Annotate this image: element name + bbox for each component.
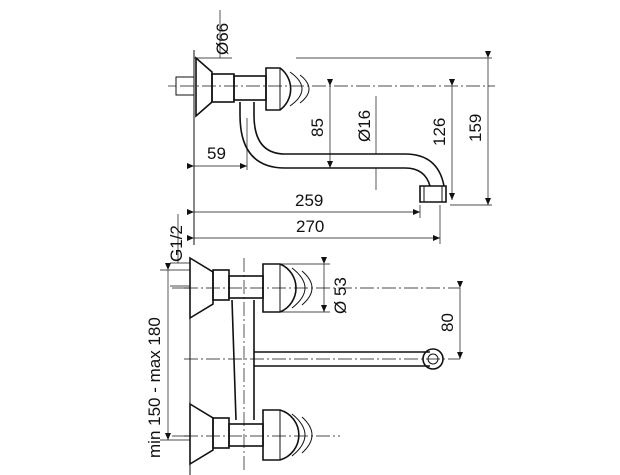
top-view: Ø66 85 Ø16 126 159 59 259 270 xyxy=(168,10,495,245)
spout-inner xyxy=(253,102,445,187)
dim-thread: G1/2 xyxy=(167,225,186,262)
nut-upper xyxy=(212,269,230,301)
nut-top xyxy=(211,73,235,103)
dim-126: 126 xyxy=(430,118,449,146)
handle-top xyxy=(265,67,292,111)
spout-outer xyxy=(239,102,431,187)
handle-lower xyxy=(262,409,300,461)
dim-259: 259 xyxy=(295,191,323,210)
dim-d66: Ø66 xyxy=(213,23,232,55)
flange-top xyxy=(195,56,213,118)
handle-upper xyxy=(262,263,297,313)
body-upper xyxy=(228,275,264,299)
flange-lower xyxy=(189,402,214,466)
front-view: G1/2 min 150 - max 180 xyxy=(145,214,463,475)
aerator-top xyxy=(419,185,447,203)
body-pipe-left xyxy=(231,299,237,421)
dim-59: 59 xyxy=(207,144,226,163)
body-lower xyxy=(228,423,264,447)
dim-85: 85 xyxy=(308,118,327,137)
dim-d53: Ø 53 xyxy=(331,277,350,314)
nut-lower xyxy=(212,417,230,449)
body-top xyxy=(233,75,267,101)
dim-spacing: min 150 - max 180 xyxy=(145,317,164,458)
dim-d16: Ø16 xyxy=(355,110,374,142)
flange-upper xyxy=(189,256,214,320)
dim-159: 159 xyxy=(466,114,485,142)
dim-80: 80 xyxy=(438,313,457,332)
dim-270: 270 xyxy=(296,217,324,236)
